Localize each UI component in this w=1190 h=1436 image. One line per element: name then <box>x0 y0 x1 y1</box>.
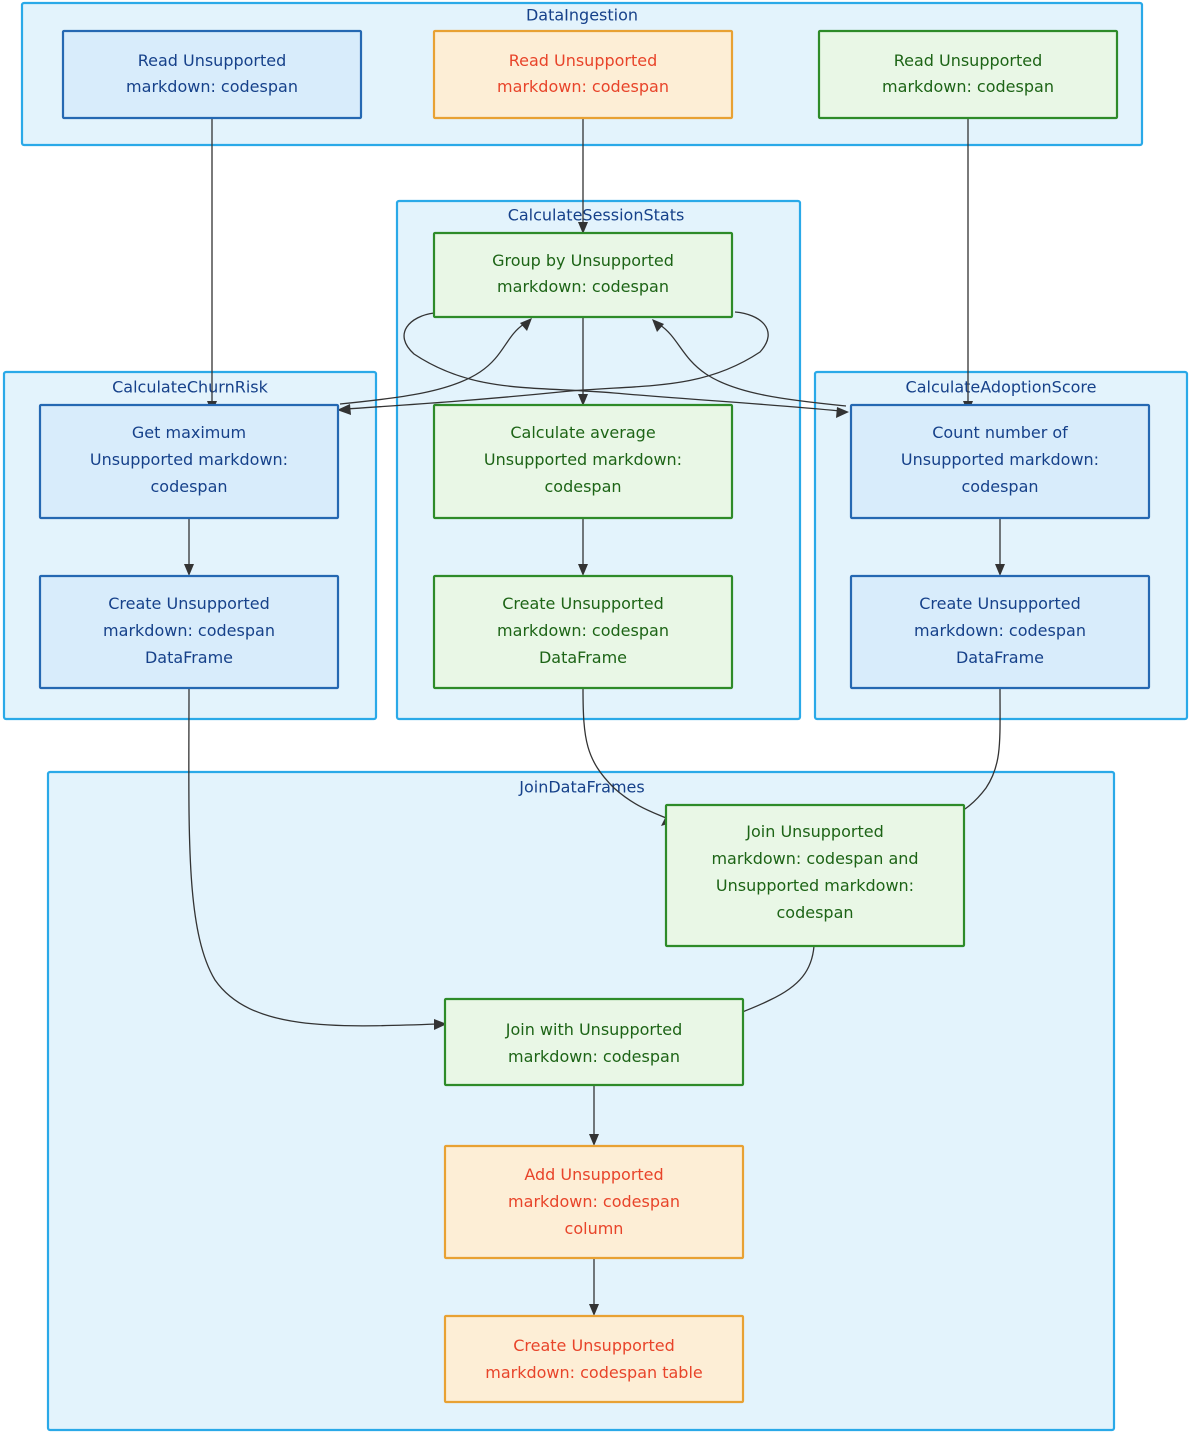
node-add-column[interactable]: Add Unsupported markdown: codespan colum… <box>443 1144 745 1260</box>
node-count-number-of[interactable]: Count number of Unsupported markdown: co… <box>849 403 1151 520</box>
edge-arrowhead <box>652 319 664 332</box>
node-text-line: markdown: codespan <box>103 621 275 640</box>
edge-arrowhead <box>836 407 849 418</box>
node-text-line: markdown: codespan <box>497 77 669 96</box>
node-group-by[interactable]: Group by Unsupported markdown: codespan <box>432 231 734 319</box>
node-rect-join-with[interactable] <box>443 997 745 1087</box>
node-text-line: codespan <box>776 903 853 922</box>
node-text-line: Create Unsupported <box>513 1336 675 1355</box>
node-text-line: markdown: codespan <box>914 621 1086 640</box>
node-get-maximum[interactable]: Get maximum Unsupported markdown: codesp… <box>38 403 340 520</box>
node-rect-calculate-average[interactable] <box>432 403 734 520</box>
cluster-label-calculate-adoption-score: CalculateAdoptionScore <box>906 378 1097 397</box>
node-text-line: Create Unsupported <box>502 594 664 613</box>
node-text-line: markdown: codespan table <box>485 1363 703 1382</box>
edge-arrowhead <box>184 564 194 576</box>
node-text-line: DataFrame <box>539 648 627 667</box>
node-text-line: Count number of <box>932 423 1068 442</box>
node-rect-create-churn-dataframe[interactable] <box>38 574 340 690</box>
node-text-line: column <box>565 1219 624 1238</box>
node-create-session-dataframe[interactable]: Create Unsupported markdown: codespan Da… <box>432 574 734 690</box>
node-text-line: Create Unsupported <box>108 594 270 613</box>
edge-count-number-of-to-group-by <box>659 324 847 407</box>
node-create-churn-dataframe[interactable]: Create Unsupported markdown: codespan Da… <box>38 574 340 690</box>
node-rect-group-by[interactable] <box>432 231 734 319</box>
node-rect-create-adoption-dataframe[interactable] <box>849 574 1151 690</box>
node-calculate-average[interactable]: Calculate average Unsupported markdown: … <box>432 403 734 520</box>
node-text-line: Join with Unsupported <box>505 1020 683 1039</box>
node-text-line: Calculate average <box>510 423 655 442</box>
node-text-line: Unsupported markdown: <box>90 450 288 469</box>
node-text-line: Get maximum <box>132 423 246 442</box>
edge-group-by-to-count-number-of <box>403 312 841 412</box>
node-text-line: Read Unsupported <box>138 51 287 70</box>
edge-arrowhead <box>589 1304 599 1316</box>
edge-create-churn-dataframe-to-join-with <box>188 687 439 1027</box>
node-rect-count-number-of[interactable] <box>849 403 1151 520</box>
node-text-line: Unsupported markdown: <box>901 450 1099 469</box>
node-rect-create-table[interactable] <box>443 1314 745 1404</box>
node-text-line: Create Unsupported <box>919 594 1081 613</box>
node-read-blue[interactable]: Read Unsupported markdown: codespan <box>61 29 363 120</box>
node-text-line: markdown: codespan <box>508 1192 680 1211</box>
node-join-with[interactable]: Join with Unsupported markdown: codespan <box>443 997 745 1087</box>
node-text-line: markdown: codespan <box>882 77 1054 96</box>
node-join-two[interactable]: Join Unsupported markdown: codespan and … <box>664 803 966 948</box>
node-text-line: Unsupported markdown: <box>484 450 682 469</box>
edge-group-by-to-get-maximum <box>345 311 769 410</box>
node-text-line: markdown: codespan <box>497 277 669 296</box>
edge-arrowhead <box>578 394 588 406</box>
node-rect-get-maximum[interactable] <box>38 403 340 520</box>
edge-create-session-dataframe-to-join-two <box>582 687 667 819</box>
node-rect-add-column[interactable] <box>443 1144 745 1260</box>
node-rect-read-green[interactable] <box>817 29 1119 120</box>
cluster-label-calculate-churn-risk: CalculateChurnRisk <box>112 378 269 397</box>
node-text-line: Read Unsupported <box>894 51 1043 70</box>
node-text-line: markdown: codespan <box>126 77 298 96</box>
cluster-label-calculate-session-stats: CalculateSessionStats <box>508 206 685 225</box>
node-create-adoption-dataframe[interactable]: Create Unsupported markdown: codespan Da… <box>849 574 1151 690</box>
edge-arrowhead <box>995 564 1005 576</box>
node-text-line: codespan <box>150 477 227 496</box>
node-text-line: DataFrame <box>145 648 233 667</box>
node-rect-join-two[interactable] <box>664 803 966 948</box>
cluster-label-data-ingestion: DataIngestion <box>526 6 638 25</box>
edge-arrowhead <box>337 404 351 415</box>
node-rect-create-session-dataframe[interactable] <box>432 574 734 690</box>
edge-arrowhead <box>434 1019 447 1030</box>
node-text-line: Unsupported markdown: <box>716 876 914 895</box>
edge-arrowhead <box>578 564 588 576</box>
node-create-table[interactable]: Create Unsupported markdown: codespan ta… <box>443 1314 745 1404</box>
node-text-line: Join Unsupported <box>745 822 883 841</box>
edge-arrowhead <box>520 318 532 331</box>
cluster-label-join-dataframes: JoinDataFrames <box>518 778 644 797</box>
node-rect-read-blue[interactable] <box>61 29 363 120</box>
edge-arrowhead <box>578 222 588 234</box>
edge-get-maximum-to-group-by <box>339 323 525 405</box>
node-read-orange[interactable]: Read Unsupported markdown: codespan <box>432 29 734 120</box>
node-text-line: codespan <box>961 477 1038 496</box>
edge-arrowhead <box>589 1134 599 1146</box>
node-read-green[interactable]: Read Unsupported markdown: codespan <box>817 29 1119 120</box>
node-text-line: markdown: codespan and <box>711 849 918 868</box>
node-text-line: Read Unsupported <box>509 51 658 70</box>
node-text-line: DataFrame <box>956 648 1044 667</box>
node-rect-read-orange[interactable] <box>432 29 734 120</box>
node-text-line: Add Unsupported <box>524 1165 663 1184</box>
node-text-line: codespan <box>544 477 621 496</box>
node-text-line: markdown: codespan <box>508 1047 680 1066</box>
node-text-line: markdown: codespan <box>497 621 669 640</box>
node-text-line: Group by Unsupported <box>492 251 674 270</box>
